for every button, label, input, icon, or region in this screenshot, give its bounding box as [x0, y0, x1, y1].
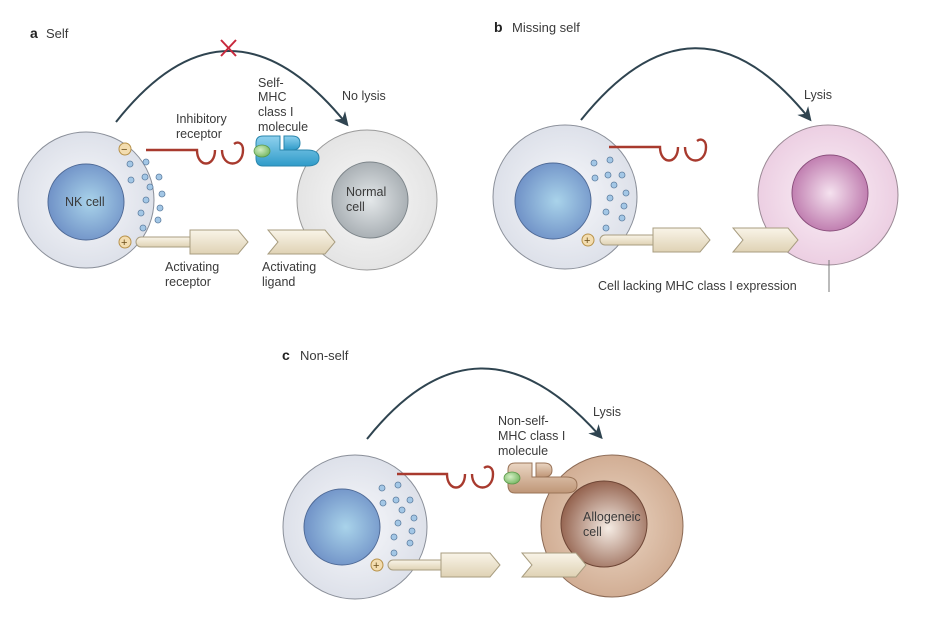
- target-cell-label: Normal: [346, 185, 386, 199]
- mhc-label-3: molecule: [498, 444, 548, 458]
- inhibitory-signal-minus-icon: [118, 142, 132, 156]
- panel-title: Self: [46, 26, 69, 41]
- peptide: [253, 144, 271, 158]
- mhc-deficient-cell-nucleus: [791, 154, 869, 232]
- allogeneic-cell-nucleus: [560, 480, 648, 568]
- plus-sign: +: [584, 235, 590, 247]
- normal-cell-nucleus: [331, 161, 409, 239]
- panel-b: b Missing self Lysis + Cell lacking MH: [492, 19, 899, 293]
- target-cell-caption: Cell lacking MHC class I expression: [598, 279, 797, 293]
- mhc-label-3: class I: [258, 105, 293, 119]
- mhc-label: Self-: [258, 76, 284, 90]
- cytotoxic-granules: [126, 158, 166, 232]
- activating-ligand-label-2: ligand: [262, 275, 295, 289]
- panel-letter: b: [494, 19, 503, 35]
- self-mhc-class-i-molecule: [253, 135, 320, 167]
- blocked-x-icon: [220, 39, 237, 57]
- activating-signal-plus-icon: [581, 233, 595, 247]
- inhibitory-receptor-label-2: receptor: [176, 127, 222, 141]
- activating-receptor: [387, 552, 501, 578]
- plus-sign: +: [121, 237, 127, 249]
- peptide: [503, 471, 521, 485]
- mhc-label: Non-self-: [498, 414, 549, 428]
- activating-receptor-label: Activating: [165, 260, 219, 274]
- activating-signal-plus-icon: [370, 558, 384, 572]
- panel-title: Missing self: [512, 20, 580, 35]
- nk-cell-nucleus: [47, 163, 125, 241]
- interaction-arrow: [366, 367, 603, 440]
- panel-letter: a: [30, 25, 38, 41]
- panel-letter: c: [282, 347, 290, 363]
- mhc-label-2: MHC: [258, 90, 286, 104]
- target-cell-label: Allogeneic: [583, 510, 641, 524]
- interaction-arrow: [580, 47, 812, 122]
- outcome-label: Lysis: [593, 405, 621, 419]
- activating-ligand: [731, 227, 799, 253]
- outcome-label: No lysis: [342, 89, 386, 103]
- minus-sign: −: [121, 144, 127, 156]
- panel-a: a Self No lysis Normal cell NK cell −: [17, 25, 438, 289]
- activating-ligand: [266, 229, 336, 255]
- nk-cell-label: NK cell: [65, 195, 105, 209]
- inhibitory-receptor-label: Inhibitory: [176, 112, 227, 126]
- cytotoxic-granules: [590, 156, 630, 232]
- inhibitory-receptor: [609, 138, 708, 162]
- mhc-label-2: MHC class I: [498, 429, 565, 443]
- outcome-label: Lysis: [804, 88, 832, 102]
- target-cell-label-2: cell: [346, 200, 365, 214]
- inhibitory-receptor: [397, 465, 495, 489]
- activating-ligand: [520, 552, 587, 578]
- panel-title: Non-self: [300, 348, 349, 363]
- activating-signal-plus-icon: [118, 235, 132, 249]
- nonself-mhc-class-i-molecule: [503, 462, 578, 494]
- nk-cell-nucleus: [303, 488, 381, 566]
- inhibitory-receptor: [146, 141, 245, 165]
- activating-receptor-label-2: receptor: [165, 275, 211, 289]
- activating-ligand-label: Activating: [262, 260, 316, 274]
- cytotoxic-granules: [378, 481, 418, 557]
- activating-receptor: [599, 227, 711, 253]
- mhc-label-4: molecule: [258, 120, 308, 134]
- panel-c: c Non-self Lysis Allogeneic cell + Non-s…: [282, 347, 684, 600]
- interaction-arrow: [115, 50, 349, 127]
- plus-sign: +: [373, 560, 379, 572]
- target-cell-label-2: cell: [583, 525, 602, 539]
- nk-cell-nucleus: [514, 162, 592, 240]
- activating-receptor: [135, 229, 249, 255]
